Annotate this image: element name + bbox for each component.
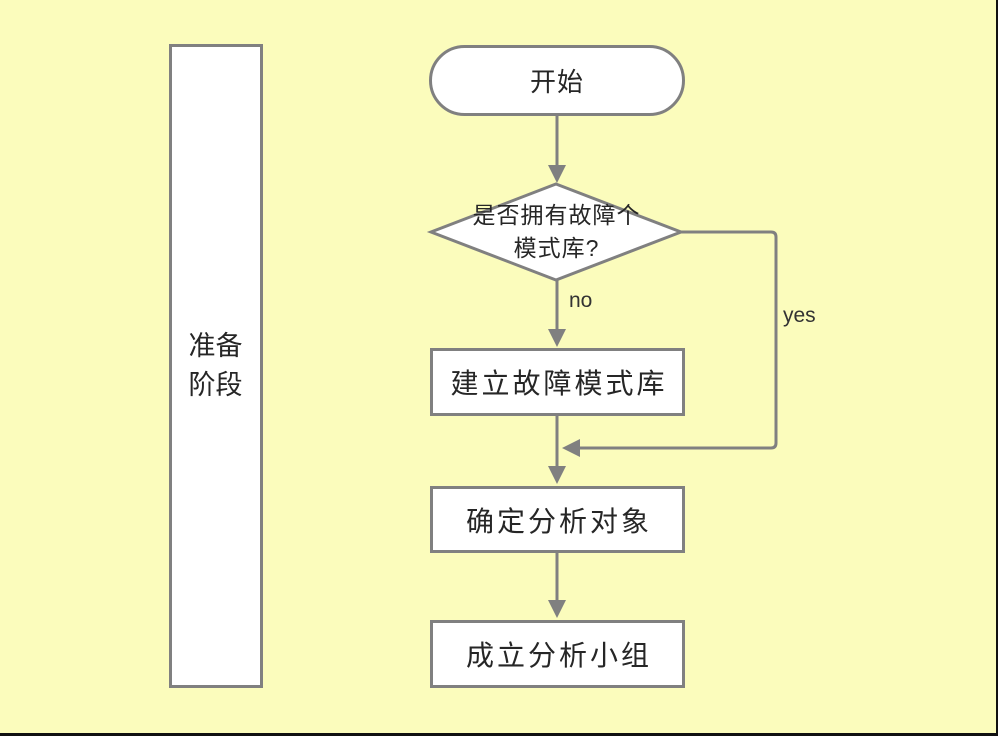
lane-preparation-label: 准备 阶段 <box>169 44 262 688</box>
decision-label-line2: 模式库? <box>513 235 600 261</box>
arrowhead-library-to-object <box>548 466 566 484</box>
branch-no-label: no <box>569 289 593 312</box>
start-node-label: 开始 <box>429 45 685 116</box>
arrowhead-yes-branch <box>562 439 580 457</box>
lane-label-line1: 准备 <box>188 331 243 361</box>
start-label-text: 开始 <box>529 67 584 97</box>
start-node-shape <box>429 45 685 116</box>
lane-preparation-shape <box>169 44 263 688</box>
arrowhead-no-branch <box>548 329 566 347</box>
arrowhead-object-to-team <box>548 600 566 618</box>
step-analysis-team-label: 成立分析小组 <box>465 640 652 671</box>
step-analysis-team-shape <box>430 620 685 688</box>
branch-yes-label: yes <box>783 304 816 327</box>
decision-label-line1: 是否拥有故障个 <box>472 202 641 228</box>
step-analysis-object-label: 确定分析对象 <box>465 505 652 537</box>
step-analysis-object-shape <box>430 486 685 553</box>
arrowhead-start-to-decision <box>548 165 566 183</box>
window-right-edge <box>996 0 998 736</box>
lane-label-line2: 阶段 <box>188 370 243 400</box>
decision-node-label: 是否拥有故障个 模式库? <box>430 183 683 281</box>
step-build-library-label: 建立故障模式库 <box>450 368 668 399</box>
connector-yes-branch <box>578 230 778 450</box>
window-bottom-edge <box>0 733 998 736</box>
step-build-library-shape <box>430 348 685 416</box>
